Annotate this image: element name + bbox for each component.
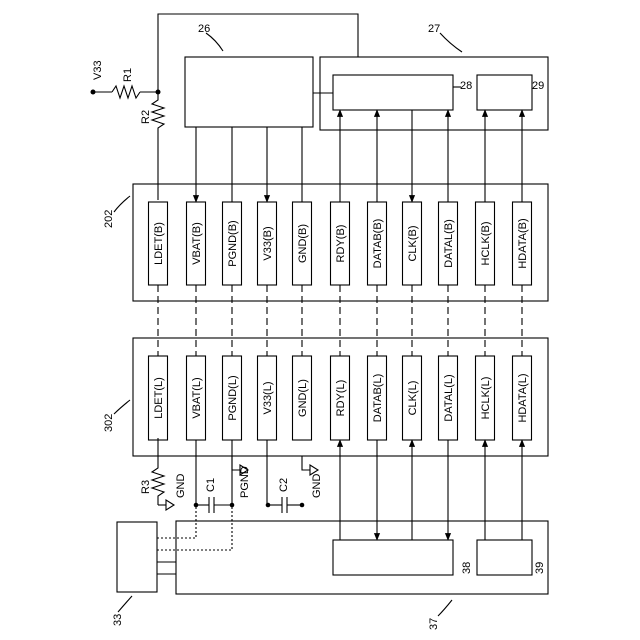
- block-38: 38: [333, 540, 473, 575]
- connector-302: 302 LDET(L) VBAT(L) PGND(L) V33(L) GND(L) RDY…: [103, 338, 548, 456]
- pin-pgnd-l: PGND(L): [223, 356, 242, 440]
- pin-datal-b: DATAL(B): [439, 202, 458, 285]
- pin-label: RDY(L): [335, 380, 347, 417]
- connector-202: 202 LDET(B) VBAT(B) PGND(B) V33(B) GND(B) RDY…: [103, 184, 548, 301]
- c2-gnd-label: GND: [311, 474, 323, 499]
- pin-datal-l: DATAL(L): [439, 356, 458, 440]
- pin-label: VBAT(L): [191, 377, 203, 418]
- block-33-label: 33: [112, 614, 124, 626]
- block33-links: [157, 505, 232, 574]
- pin-hdata-b: HDATA(B): [513, 202, 532, 285]
- pin-label: V33(L): [262, 381, 274, 414]
- pin-datab-l: DATAB(L): [368, 356, 387, 440]
- r3-resistor: R3 GND: [140, 438, 187, 510]
- pin-label: VBAT(B): [191, 222, 203, 265]
- block-27: 27: [320, 23, 548, 130]
- pin-label: LDET(L): [153, 377, 165, 419]
- pin-label: DATAL(L): [443, 374, 455, 421]
- c2-label: C2: [278, 478, 290, 492]
- pin-label: LDET(B): [153, 222, 165, 265]
- pin-label: DATAB(L): [372, 374, 384, 423]
- pin-label: CLK(B): [407, 225, 419, 261]
- ldet-loop-wire: [158, 14, 358, 92]
- pin-label: HDATA(B): [517, 218, 529, 268]
- pin-label: HDATA(L): [517, 373, 529, 422]
- block-26-label: 26: [198, 23, 210, 35]
- pin-label: GND(L): [297, 379, 309, 417]
- pin-label: HCLK(L): [480, 377, 492, 420]
- r2-label: R2: [140, 110, 152, 124]
- pin-clk-l: CLK(L): [403, 356, 422, 440]
- pin-hclk-b: HCLK(B): [476, 202, 495, 285]
- pin-pgnd-b: PGND(B): [223, 202, 242, 285]
- block-38-label: 38: [461, 562, 473, 574]
- block-28-label: 28: [460, 80, 472, 92]
- pin-label: GND(B): [297, 224, 309, 263]
- pin-v33-b: V33(B): [258, 202, 277, 285]
- pin-label: CLK(L): [407, 381, 419, 416]
- pin-hdata-l: HDATA(L): [513, 356, 532, 440]
- pgnd-label: PGND: [239, 466, 251, 498]
- pin-label: V33(B): [262, 226, 274, 260]
- pin-rdy-b: RDY(B): [331, 202, 350, 285]
- connector-202-label: 202: [103, 210, 115, 228]
- block-29: 29: [477, 75, 544, 110]
- block-39: 39: [477, 540, 546, 575]
- pin-vbat-l: VBAT(L): [187, 356, 206, 440]
- pin-gnd-l: GND(L): [293, 356, 312, 440]
- pin-label: DATAL(B): [443, 219, 455, 268]
- pin-label: RDY(B): [335, 225, 347, 263]
- pin-clk-b: CLK(B): [403, 202, 422, 285]
- pin-hclk-l: HCLK(L): [476, 356, 495, 440]
- connector-302-label: 302: [103, 414, 115, 432]
- pin-ldet-b: LDET(B): [149, 202, 168, 285]
- pin-vbat-b: VBAT(B): [187, 202, 206, 285]
- pin-rdy-l: RDY(L): [331, 356, 350, 440]
- pin-label: PGND(B): [227, 220, 239, 266]
- pin-label: DATAB(B): [372, 219, 384, 269]
- block-37-label: 37: [428, 618, 440, 630]
- r3-gnd-label: GND: [175, 474, 187, 499]
- c2-capacitor: C2 GND: [266, 456, 323, 513]
- block-26: 26: [185, 23, 313, 127]
- r3-label: R3: [140, 480, 152, 494]
- block-27-label: 27: [428, 23, 440, 35]
- pin-gnd-b: GND(B): [293, 202, 312, 285]
- r1-label: R1: [122, 68, 134, 82]
- pin-label: HCLK(B): [480, 221, 492, 265]
- signal-wires: [158, 110, 522, 540]
- v33-label: V33: [92, 60, 104, 80]
- block-39-label: 39: [534, 562, 546, 574]
- v33-supply: V33 R1: [91, 60, 161, 98]
- pin-label: PGND(L): [227, 375, 239, 420]
- pin-ldet-l: LDET(L): [149, 356, 168, 440]
- pin-datab-b: DATAB(B): [368, 202, 387, 285]
- connector-202-pins: LDET(B) VBAT(B) PGND(B) V33(B) GND(B) RDY(B) D…: [149, 202, 532, 285]
- c1-capacitor: C1 PGND: [194, 456, 251, 513]
- connector-302-pins: LDET(L) VBAT(L) PGND(L) V33(L) GND(L) RDY(L) D…: [149, 356, 532, 440]
- block-28: 28: [333, 75, 472, 110]
- c1-label: C1: [205, 478, 217, 492]
- pin-v33-l: V33(L): [258, 356, 277, 440]
- block-33: 33: [112, 522, 157, 626]
- block-29-label: 29: [532, 80, 544, 92]
